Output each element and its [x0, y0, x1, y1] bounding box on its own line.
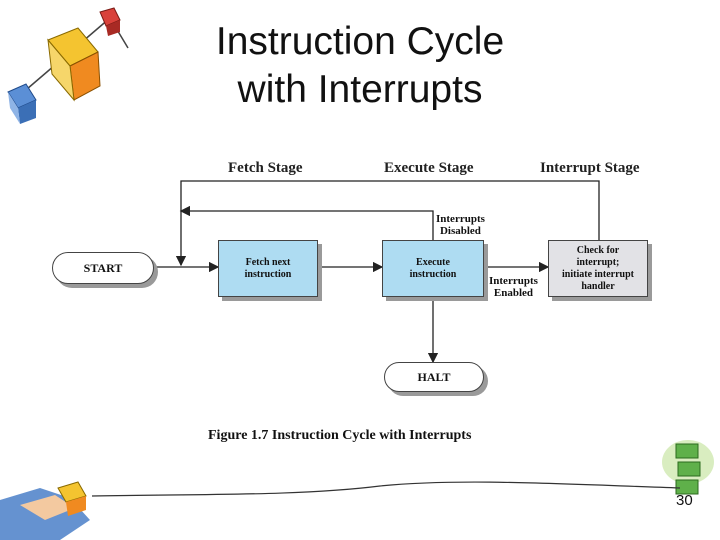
execute-box: Execute instruction — [382, 240, 484, 297]
slide-title: Instruction Cycle with Interrupts — [150, 18, 570, 114]
disabled-note-line-2: Disabled — [439, 225, 481, 237]
stage-label-execute: Execute Stage — [384, 160, 474, 176]
check-label-line-2: interrupt; — [576, 256, 620, 268]
enabled-note-line-1: Interrupts — [489, 275, 538, 287]
enabled-note-line-2: Enabled — [493, 287, 534, 299]
title-line-2: with Interrupts — [237, 68, 483, 111]
fetch-label-line-2: instruction — [244, 268, 292, 280]
hand-cube-icon — [0, 481, 90, 540]
halt-terminal: HALT — [384, 362, 484, 392]
check-interrupt-box: Check for interrupt; initiate interrupt … — [548, 240, 648, 297]
start-terminal: START — [52, 252, 154, 284]
stacked-blocks-icon — [662, 440, 714, 495]
stage-label-interrupt: Interrupt Stage — [540, 160, 640, 176]
check-label-line-1: Check for — [576, 244, 620, 256]
page-number: 30 — [676, 492, 693, 509]
fetch-label-line-1: Fetch next — [245, 256, 291, 268]
fetch-box: Fetch next instruction — [218, 240, 318, 297]
execute-label-line-1: Execute — [416, 256, 450, 268]
cube-cluster-icon — [7, 7, 129, 124]
check-label-line-4: handler — [581, 280, 615, 292]
edge-disabled-loop — [179, 205, 434, 240]
halt-label: HALT — [417, 369, 451, 384]
footer-line — [91, 481, 681, 497]
stage-label-fetch: Fetch Stage — [228, 160, 303, 176]
title-line-1: Instruction Cycle — [215, 20, 505, 63]
interrupts-disabled-note: Interrupts Disabled — [436, 213, 485, 237]
check-label-line-3: initiate interrupt — [562, 268, 634, 280]
execute-label-line-2: instruction — [409, 268, 457, 280]
disabled-note-line-1: Interrupts — [436, 213, 485, 225]
figure-caption: Figure 1.7 Instruction Cycle with Interr… — [208, 428, 472, 443]
interrupts-enabled-note: Interrupts Enabled — [489, 275, 538, 299]
start-label: START — [83, 260, 123, 275]
edge-interrupt-loop — [175, 180, 600, 267]
